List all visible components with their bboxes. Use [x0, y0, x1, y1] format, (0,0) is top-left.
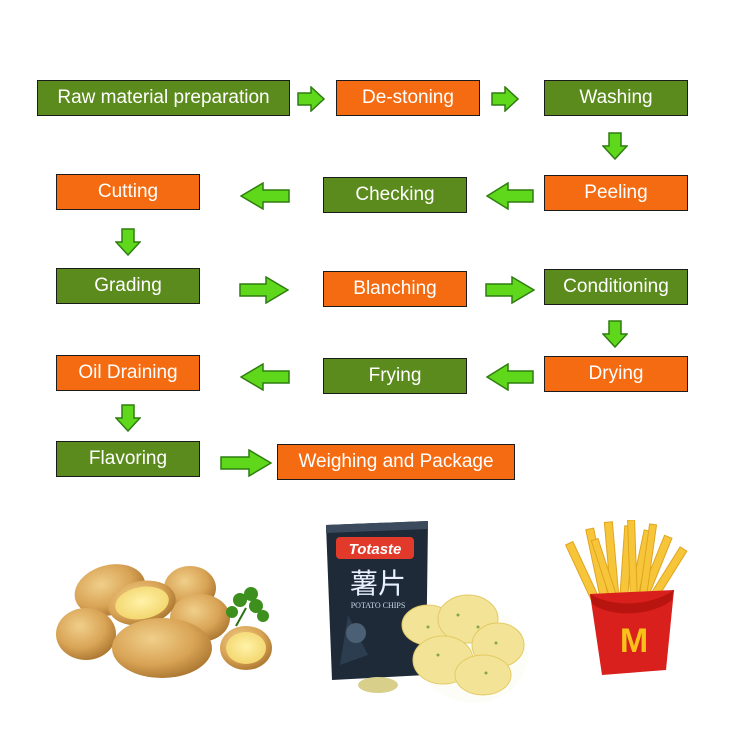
step-drying: Drying: [544, 356, 688, 392]
step-raw-material-preparation: Raw material preparation: [37, 80, 290, 116]
arrow-left-icon: [240, 182, 290, 210]
step-conditioning: Conditioning: [544, 269, 688, 305]
arrow-left-icon: [486, 363, 534, 391]
chip-bag-subtitle: POTATO CHIPS: [351, 601, 406, 610]
step-blanching: Blanching: [323, 271, 467, 307]
step-cutting: Cutting: [56, 174, 200, 210]
arrow-down-icon: [602, 132, 628, 160]
arrow-right-icon: [239, 276, 289, 304]
arrow-left-icon: [240, 363, 290, 391]
step-grading: Grading: [56, 268, 200, 304]
arrow-down-icon: [602, 320, 628, 348]
arrow-right-icon: [220, 449, 272, 477]
step-frying: Frying: [323, 358, 467, 394]
step-washing: Washing: [544, 80, 688, 116]
step-oil-draining: Oil Draining: [56, 355, 200, 391]
arrow-right-icon: [297, 86, 325, 112]
arrow-down-icon: [115, 228, 141, 256]
step-de-stoning: De-stoning: [336, 80, 480, 116]
arrow-right-icon: [485, 276, 535, 304]
chip-bag-title: 薯片: [350, 567, 406, 600]
step-peeling: Peeling: [544, 175, 688, 211]
arrow-right-icon: [491, 86, 519, 112]
french-fries-photo: M: [564, 520, 688, 675]
step-weighing-and-package: Weighing and Package: [277, 444, 515, 480]
chips-bag-photo: Totaste 薯片 POTATO CHIPS: [326, 521, 528, 703]
arrow-down-icon: [115, 404, 141, 432]
step-checking: Checking: [323, 177, 467, 213]
mcdonalds-logo: M: [620, 622, 648, 660]
step-flavoring: Flavoring: [56, 441, 200, 477]
chip-bag-brand: Totaste: [349, 541, 402, 558]
arrow-left-icon: [486, 182, 534, 210]
potatoes-photo: [56, 564, 272, 678]
